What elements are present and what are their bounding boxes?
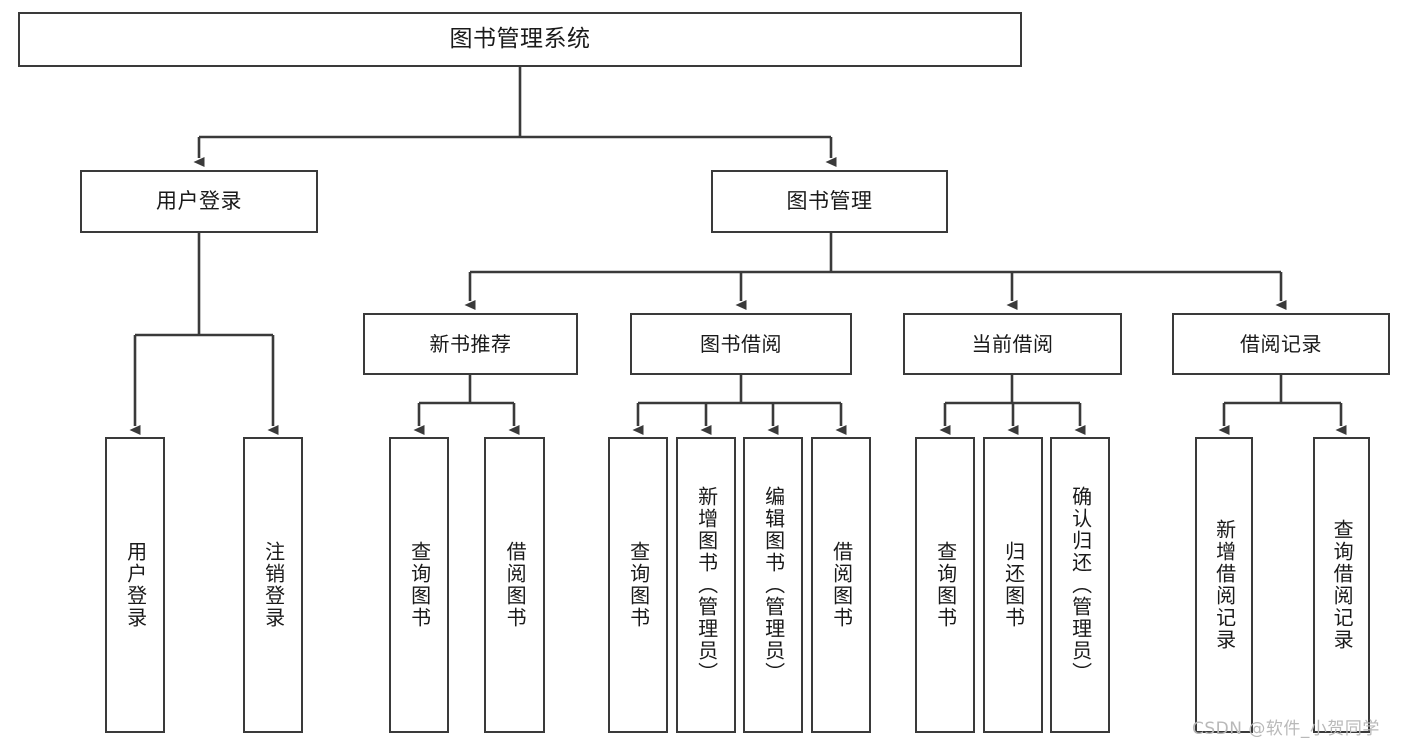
node-leaf-borrow-book-2-label: 借阅图书 — [829, 541, 854, 629]
node-borrow-record-label: 借阅记录 — [1240, 332, 1322, 356]
node-leaf-borrow-book-1[interactable]: 借阅图书 — [484, 437, 545, 733]
node-leaf-add-record[interactable]: 新增借阅记录 — [1195, 437, 1253, 733]
node-new-book-rec-label: 新书推荐 — [429, 332, 512, 356]
node-leaf-query-record[interactable]: 查询借阅记录 — [1313, 437, 1370, 733]
node-root-label: 图书管理系统 — [449, 25, 591, 52]
node-leaf-return-book-label: 归还图书 — [1001, 541, 1026, 629]
node-user-login-label: 用户登录 — [156, 188, 242, 213]
node-user-login[interactable]: 用户登录 — [80, 170, 318, 233]
node-leaf-borrow-book-1-label: 借阅图书 — [503, 541, 528, 629]
node-book-manage-label: 图书管理 — [786, 188, 873, 213]
node-leaf-user-login-label: 用户登录 — [123, 541, 148, 629]
node-current-borrow-label: 当前借阅 — [971, 332, 1054, 356]
node-leaf-query-record-label: 查询借阅记录 — [1330, 519, 1355, 651]
node-leaf-query-book-3[interactable]: 查询图书 — [915, 437, 975, 733]
node-leaf-query-book-1-label: 查询图书 — [407, 541, 432, 629]
node-leaf-query-book-1[interactable]: 查询图书 — [389, 437, 449, 733]
node-leaf-borrow-book-2[interactable]: 借阅图书 — [811, 437, 871, 733]
node-leaf-add-book-label: 新增图书（管理员） — [694, 486, 719, 684]
node-book-manage[interactable]: 图书管理 — [711, 170, 948, 233]
node-leaf-query-book-2[interactable]: 查询图书 — [608, 437, 668, 733]
node-new-book-rec[interactable]: 新书推荐 — [363, 313, 578, 375]
node-book-borrow-label: 图书借阅 — [700, 332, 782, 356]
node-leaf-return-book[interactable]: 归还图书 — [983, 437, 1043, 733]
node-leaf-user-logout-label: 注销登录 — [261, 541, 286, 629]
csdn-watermark: CSDN @软件_小贺同学 — [1192, 719, 1380, 739]
node-current-borrow[interactable]: 当前借阅 — [903, 313, 1122, 375]
node-leaf-edit-book-label: 编辑图书（管理员） — [761, 486, 786, 684]
node-leaf-confirm-return-label: 确认归还（管理员） — [1068, 486, 1093, 684]
node-leaf-add-book[interactable]: 新增图书（管理员） — [676, 437, 736, 733]
node-leaf-query-book-3-label: 查询图书 — [933, 541, 958, 629]
node-book-borrow[interactable]: 图书借阅 — [630, 313, 852, 375]
node-leaf-user-logout[interactable]: 注销登录 — [243, 437, 303, 733]
node-borrow-record[interactable]: 借阅记录 — [1172, 313, 1390, 375]
node-leaf-add-record-label: 新增借阅记录 — [1212, 519, 1237, 651]
node-leaf-user-login[interactable]: 用户登录 — [105, 437, 165, 733]
node-leaf-edit-book[interactable]: 编辑图书（管理员） — [743, 437, 803, 733]
node-leaf-confirm-return[interactable]: 确认归还（管理员） — [1050, 437, 1110, 733]
node-root[interactable]: 图书管理系统 — [18, 12, 1022, 67]
node-leaf-query-book-2-label: 查询图书 — [626, 541, 651, 629]
